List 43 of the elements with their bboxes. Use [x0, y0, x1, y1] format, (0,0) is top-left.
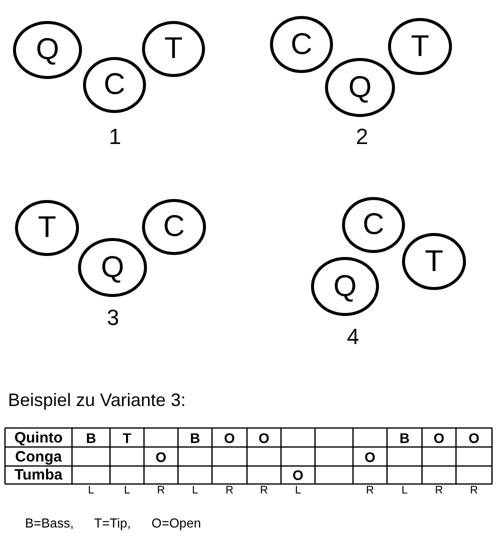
hand-letter: R: [366, 486, 374, 496]
row-header: Conga: [15, 449, 62, 464]
hand-letter: L: [124, 486, 130, 496]
drum-circle: C: [142, 199, 206, 255]
drum-circle: T: [402, 233, 466, 290]
hand-letter: R: [157, 486, 165, 496]
stroke-symbol: O: [434, 430, 444, 444]
drum-circle: Q: [325, 58, 395, 117]
drum-circle: T: [15, 200, 79, 256]
drum-circle: T: [142, 21, 205, 77]
row-header: Tumba: [14, 468, 63, 482]
drum-circle: Q: [78, 238, 147, 297]
drum-circle: C: [83, 57, 146, 113]
stroke-symbol: O: [364, 450, 376, 464]
variant-number: 3: [106, 307, 120, 329]
hand-letter: L: [192, 486, 198, 496]
stroke-symbol: B: [399, 430, 410, 444]
hand-letter: L: [294, 486, 302, 496]
hand-letter: R: [470, 486, 478, 496]
hand-letter: R: [260, 486, 268, 496]
stroke-symbol: T: [122, 430, 132, 444]
hand-letter: L: [401, 486, 408, 496]
drum-circle: C: [270, 16, 333, 73]
drum-circle: T: [388, 18, 452, 75]
hand-letter: R: [435, 486, 443, 496]
stroke-symbol: O: [156, 450, 166, 464]
row-header: Quinto: [14, 430, 63, 445]
drum-circle: Q: [311, 257, 379, 316]
stroke-symbol: O: [258, 430, 270, 444]
example-heading: Beispiel zu Variante 3:: [8, 391, 186, 409]
key-note: B=Bass, T=Tip, O=Open: [25, 516, 201, 530]
drum-circle: C: [342, 197, 405, 253]
hand-letter: R: [226, 486, 234, 496]
stroke-symbol: B: [190, 430, 200, 444]
stroke-symbol: O: [292, 468, 304, 482]
hand-letter: L: [88, 486, 94, 496]
stroke-symbol: B: [86, 430, 96, 444]
stroke-symbol: O: [224, 430, 235, 444]
variant-number: 1: [108, 126, 122, 148]
drum-circle: Q: [13, 21, 82, 79]
stroke-symbol: O: [468, 430, 480, 444]
variant-number: 4: [346, 326, 360, 348]
variant-number: 2: [356, 126, 368, 148]
